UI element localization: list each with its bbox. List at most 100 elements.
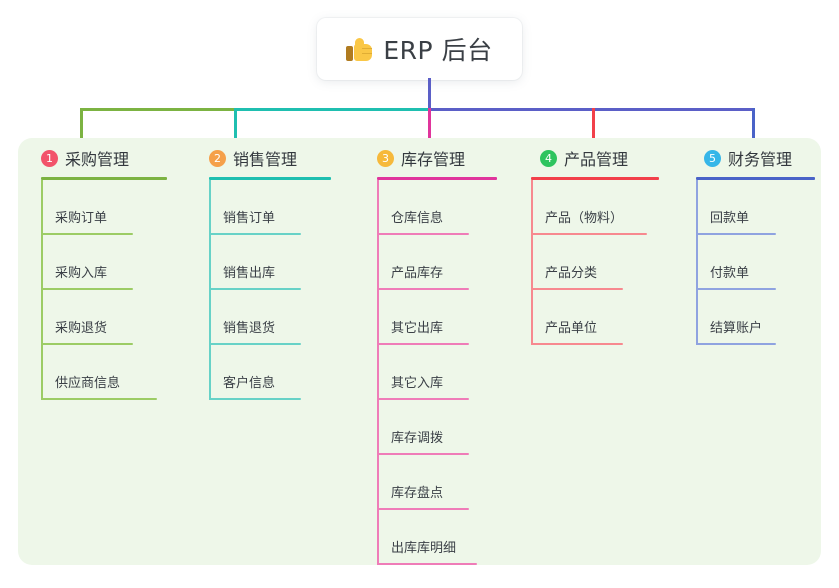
branch-column-5: 5 财务管理 回款单 付款单 结算账户: [685, 145, 835, 345]
leaf-label: 供应商信息: [55, 376, 121, 391]
list-item[interactable]: 供应商信息: [22, 345, 187, 400]
bus-segment-teal: [234, 108, 430, 111]
list-item[interactable]: 其它出库: [358, 290, 523, 345]
leaf-label: 采购入库: [55, 266, 108, 281]
leaf-label: 销售订单: [223, 211, 276, 226]
branch-column-4: 4 产品管理 产品（物料） 产品分类 产品单位: [521, 145, 696, 345]
branch-column-3: 3 库存管理 仓库信息 产品库存 其它出库 其它入库 库存调拨 库存盘点 出库库…: [358, 145, 523, 565]
leaf-rule: [377, 563, 477, 565]
branch-rule-5: [696, 177, 815, 180]
list-item[interactable]: 采购订单: [22, 180, 187, 235]
leaf-rule: [696, 288, 776, 290]
leaf-rule: [41, 343, 133, 345]
branch-leaves-4: 产品（物料） 产品分类 产品单位: [521, 180, 696, 345]
leaf-label: 其它入库: [391, 376, 444, 391]
branch-rule-2: [209, 177, 331, 180]
branch-rule-1: [41, 177, 167, 180]
list-item[interactable]: 采购退货: [22, 290, 187, 345]
leaf-label: 采购退货: [55, 321, 108, 336]
leaf-rule: [377, 233, 469, 235]
root-node[interactable]: ERP 后台: [317, 18, 522, 80]
leaf-rule: [41, 288, 133, 290]
drop-connector-1: [80, 108, 83, 146]
drop-connector-3: [428, 108, 431, 146]
list-item[interactable]: 客户信息: [190, 345, 350, 400]
leaf-label: 销售出库: [223, 266, 276, 281]
drop-connector-5: [752, 108, 755, 146]
leaf-label: 回款单: [710, 211, 750, 226]
thumbs-up-icon: [346, 36, 373, 63]
list-item[interactable]: 仓库信息: [358, 180, 523, 235]
leaf-rule: [41, 233, 133, 235]
drop-connector-2: [234, 108, 237, 146]
leaf-label: 其它出库: [391, 321, 444, 336]
leaf-label: 库存调拨: [391, 431, 444, 446]
root-title: ERP 后台: [383, 36, 493, 65]
leaf-label: 产品（物料）: [545, 211, 624, 226]
list-item[interactable]: 回款单: [685, 180, 835, 235]
list-item[interactable]: 采购入库: [22, 235, 187, 290]
branch-spine-4: [531, 180, 533, 345]
leaf-label: 产品库存: [391, 266, 444, 281]
list-item[interactable]: 其它入库: [358, 345, 523, 400]
leaf-rule: [377, 398, 469, 400]
list-item[interactable]: 销售退货: [190, 290, 350, 345]
branch-title-4: 产品管理: [564, 150, 629, 169]
branch-header-3[interactable]: 3 库存管理: [358, 145, 523, 171]
branch-leaves-3: 仓库信息 产品库存 其它出库 其它入库 库存调拨 库存盘点 出库库明细: [358, 180, 523, 565]
branch-badge-5: 5: [704, 149, 721, 167]
leaf-rule: [377, 453, 469, 455]
leaf-label: 库存盘点: [391, 486, 444, 501]
leaf-label: 出库库明细: [391, 541, 457, 556]
leaf-label: 付款单: [710, 266, 750, 281]
leaf-label: 客户信息: [223, 376, 276, 391]
branch-leaves-2: 销售订单 销售出库 销售退货 客户信息: [190, 180, 350, 400]
list-item[interactable]: 付款单: [685, 235, 835, 290]
leaf-rule: [209, 288, 301, 290]
list-item[interactable]: 产品分类: [521, 235, 696, 290]
list-item[interactable]: 库存盘点: [358, 455, 523, 510]
branch-header-4[interactable]: 4 产品管理: [521, 145, 696, 171]
leaf-rule: [377, 508, 469, 510]
branch-leaves-5: 回款单 付款单 结算账户: [685, 180, 835, 345]
leaf-rule: [696, 343, 776, 345]
branch-title-5: 财务管理: [728, 150, 793, 169]
list-item[interactable]: 销售出库: [190, 235, 350, 290]
leaf-rule: [377, 288, 469, 290]
branch-badge-1: 1: [41, 149, 58, 167]
list-item[interactable]: 出库库明细: [358, 510, 523, 565]
branch-column-1: 1 采购管理 采购订单 采购入库 采购退货 供应商信息: [22, 145, 187, 400]
trunk-connector: [428, 78, 431, 110]
leaf-rule: [209, 233, 301, 235]
branch-header-5[interactable]: 5 财务管理: [685, 145, 835, 171]
branch-badge-4: 4: [540, 149, 557, 167]
branch-spine-3: [377, 180, 379, 565]
branch-badge-3: 3: [377, 149, 394, 167]
leaf-label: 产品单位: [545, 321, 598, 336]
branch-column-2: 2 销售管理 销售订单 销售出库 销售退货 客户信息: [190, 145, 350, 400]
branch-spine-1: [41, 180, 43, 400]
list-item[interactable]: 产品库存: [358, 235, 523, 290]
branch-title-1: 采购管理: [65, 150, 130, 169]
leaf-label: 结算账户: [710, 321, 763, 336]
list-item[interactable]: 产品单位: [521, 290, 696, 345]
branch-leaves-1: 采购订单 采购入库 采购退货 供应商信息: [22, 180, 187, 400]
branch-header-2[interactable]: 2 销售管理: [190, 145, 350, 171]
leaf-rule: [41, 398, 157, 400]
leaf-rule: [531, 343, 623, 345]
leaf-label: 销售退货: [223, 321, 276, 336]
branch-header-1[interactable]: 1 采购管理: [22, 145, 187, 171]
list-item[interactable]: 产品（物料）: [521, 180, 696, 235]
leaf-label: 仓库信息: [391, 211, 444, 226]
leaf-label: 产品分类: [545, 266, 598, 281]
list-item[interactable]: 库存调拨: [358, 400, 523, 455]
branch-spine-2: [209, 180, 211, 400]
drop-connector-4: [592, 108, 595, 146]
list-item[interactable]: 销售订单: [190, 180, 350, 235]
diagram-panel: [18, 138, 821, 565]
branch-title-3: 库存管理: [401, 150, 466, 169]
leaf-rule: [209, 398, 301, 400]
bus-segment-green: [80, 108, 235, 111]
list-item[interactable]: 结算账户: [685, 290, 835, 345]
